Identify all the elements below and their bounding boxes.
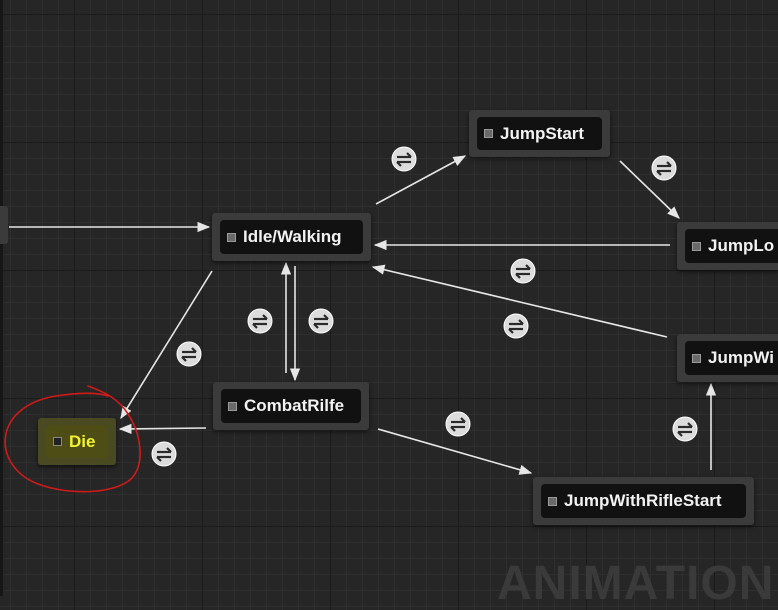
- state-machine-graph[interactable]: [0, 0, 778, 596]
- state-label: JumpLo: [708, 236, 775, 255]
- transition-lines: [9, 155, 717, 475]
- state-label: CombatRilfe: [244, 396, 345, 415]
- transition-rule-icon[interactable]: [390, 145, 418, 173]
- transition-jumpwithrifle-to-idle: [371, 264, 668, 338]
- state-square-icon: [53, 437, 62, 446]
- state-label: JumpWi: [708, 348, 774, 367]
- transition-rule-icon[interactable]: [502, 312, 530, 340]
- state-body: JumpLo: [685, 229, 778, 263]
- entry-node[interactable]: [0, 206, 8, 244]
- state-label: JumpWithRifleStart: [564, 491, 722, 510]
- transition-idle-to-die: [120, 270, 213, 420]
- state-jump-loop[interactable]: JumpLo: [677, 222, 778, 270]
- state-square-icon: [484, 129, 493, 138]
- state-die[interactable]: Die: [38, 418, 116, 465]
- state-body: Idle/Walking: [220, 220, 363, 254]
- state-jump-with-rifle[interactable]: JumpWi: [677, 334, 778, 382]
- transition-rule-icon[interactable]: [246, 307, 274, 335]
- state-body: CombatRilfe: [221, 389, 361, 423]
- state-square-icon: [692, 241, 701, 251]
- state-jump-with-rifle-start[interactable]: JumpWithRifleStart: [533, 477, 754, 525]
- state-square-icon: [227, 232, 236, 242]
- transition-idle-to-jumpstart: [375, 155, 467, 205]
- state-combat-rifle[interactable]: CombatRilfe: [213, 382, 369, 430]
- state-square-icon: [548, 496, 557, 506]
- state-idle-walking[interactable]: Idle/Walking: [212, 213, 371, 261]
- transition-rule-icon[interactable]: [175, 340, 203, 368]
- state-square-icon: [228, 401, 237, 411]
- state-body: JumpStart: [477, 117, 602, 150]
- transition-rule-icon[interactable]: [150, 440, 178, 468]
- transition-rule-icon[interactable]: [307, 307, 335, 335]
- transition-combat-to-die: [118, 423, 207, 434]
- state-jump-start[interactable]: JumpStart: [469, 110, 610, 157]
- state-body: JumpWi: [685, 341, 778, 375]
- transition-rule-icon[interactable]: [650, 154, 678, 182]
- transition-combat-to-jumpwithriflestart: [377, 428, 533, 475]
- transition-rule-icon[interactable]: [509, 257, 537, 285]
- canvas-left-edge: [0, 0, 3, 596]
- state-label: JumpStart: [500, 123, 585, 143]
- transition-rule-icon[interactable]: [444, 410, 472, 438]
- state-body: Die: [46, 425, 108, 458]
- state-square-icon: [692, 353, 701, 363]
- transition-rule-icon[interactable]: [671, 415, 699, 443]
- state-label: Idle/Walking: [243, 227, 342, 246]
- transition-jumpstart-to-jumploop: [619, 160, 680, 219]
- state-label: Die: [69, 431, 96, 451]
- state-body: JumpWithRifleStart: [541, 484, 746, 518]
- graph-watermark: ANIMATION: [497, 557, 775, 610]
